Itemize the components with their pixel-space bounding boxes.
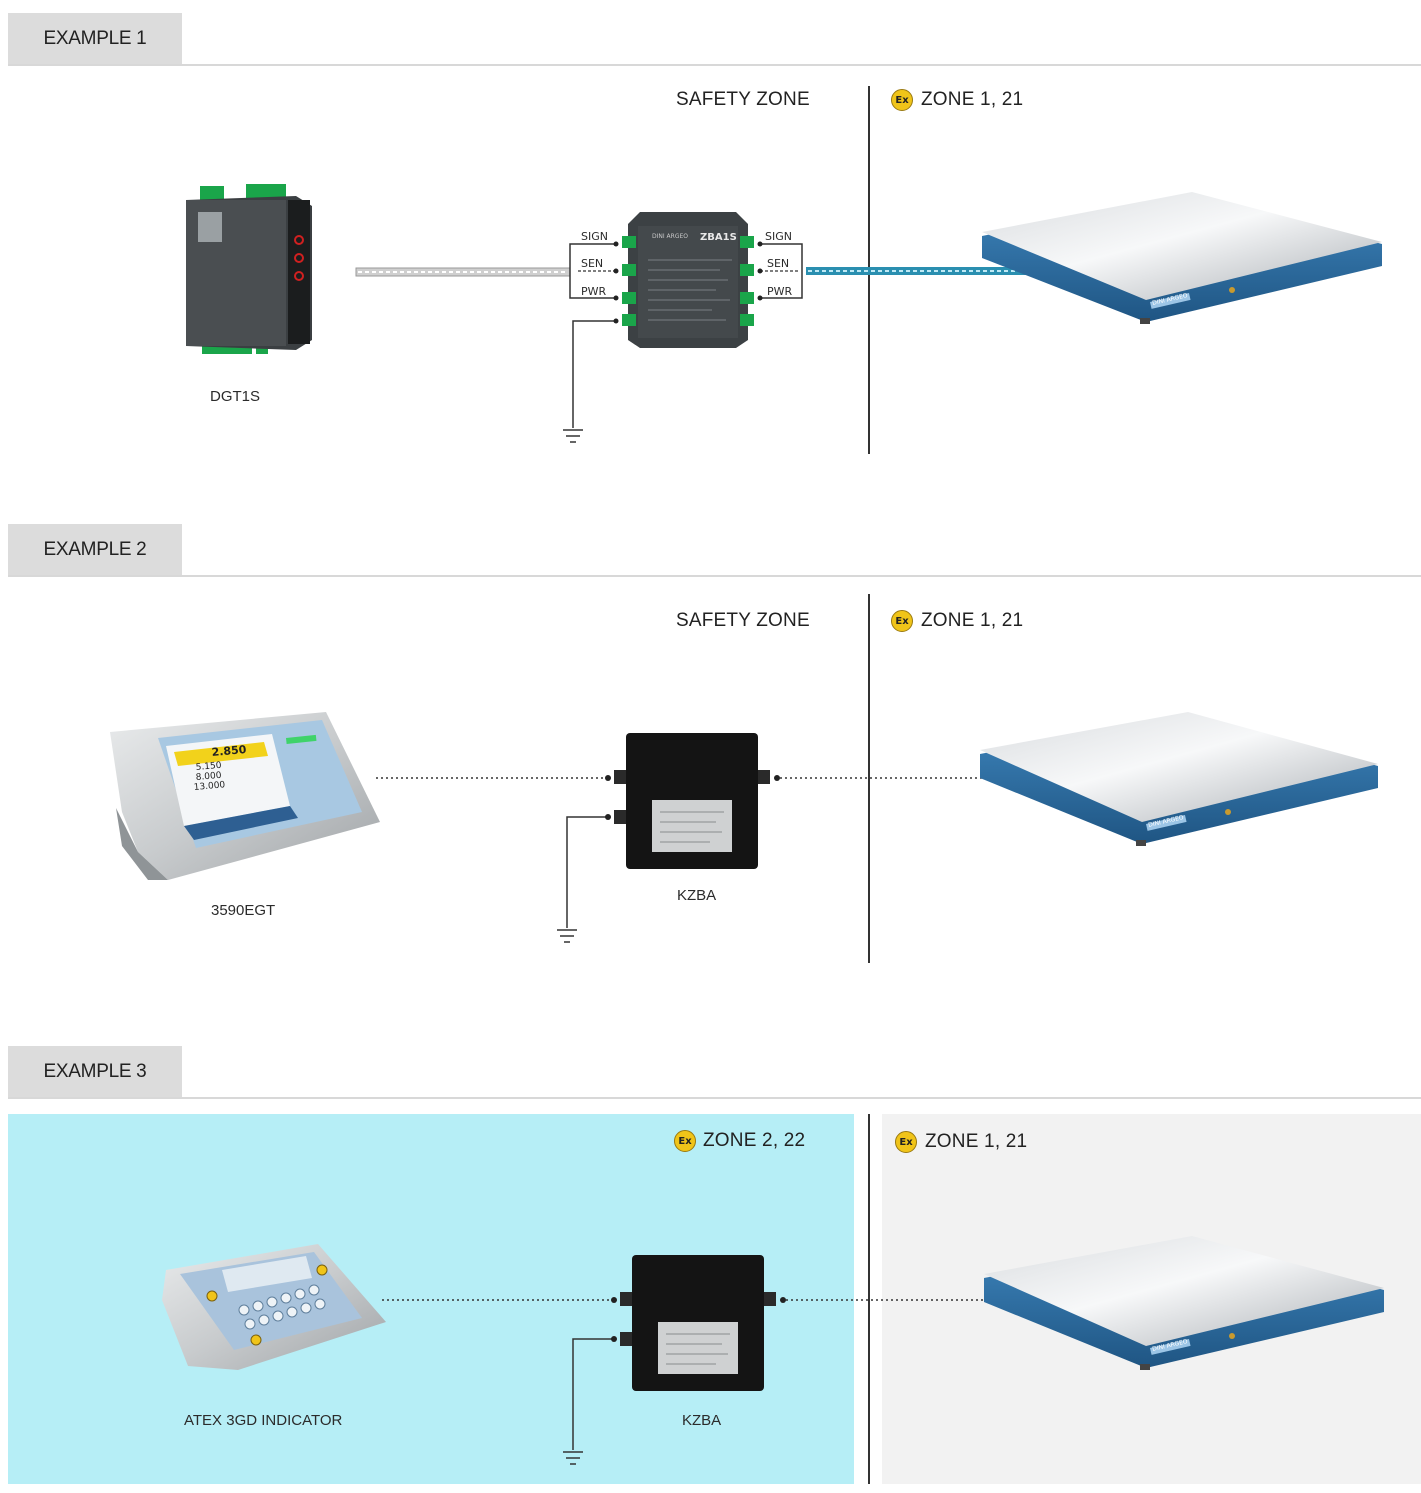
terminal-label-sen-right: SEN [767, 257, 790, 270]
ex-icon: Ex [674, 1130, 696, 1152]
atex-3gd-indicator-label: ATEX 3GD INDICATOR [184, 1412, 343, 1429]
platform-scale [982, 192, 1382, 324]
ground-icon [563, 429, 583, 443]
terminal-label-pwr-left: PWR [581, 285, 607, 298]
zba1s-barrier [622, 212, 754, 348]
terminal-label-pwr-right: PWR [767, 285, 793, 298]
terminal-label-sign-right: SIGN [765, 230, 792, 243]
3590egt-label: 3590EGT [211, 902, 276, 919]
indicator-display-weight: 2.850 [211, 743, 247, 759]
kzba-junction-box [614, 733, 770, 869]
example-3-rule [8, 1097, 1421, 1099]
indicator-display-line: 8.000 [195, 771, 222, 783]
dgt1s-label: DGT1S [210, 388, 261, 405]
platform-scale [984, 1236, 1384, 1370]
example-1-zone-1-label: ZONE 1, 21 [921, 89, 1024, 110]
example-2-rule [8, 575, 1421, 577]
dgt1s-indicator [186, 184, 312, 354]
platform-scale [980, 712, 1378, 846]
kzba-junction-box [620, 1255, 776, 1391]
example-1-safety-zone-label: SAFETY ZONE [676, 89, 810, 110]
example-2-tab: EXAMPLE 2 [8, 524, 182, 576]
indicator-display-line: 5.150 [195, 761, 222, 773]
example-1-tab: EXAMPLE 1 [8, 13, 182, 65]
example-1-rule [8, 64, 1421, 66]
example-3-zone-1-label: ZONE 1, 21 [925, 1131, 1028, 1152]
example-2-zone-1-label: ZONE 1, 21 [921, 610, 1024, 631]
kzba-label: KZBA [677, 887, 717, 904]
example-2-safety-zone-label: SAFETY ZONE [676, 610, 810, 631]
barrier-brand-label: DINI ARGEO [652, 233, 688, 240]
ex-icon: Ex [891, 89, 913, 111]
atex-3gd-indicator [162, 1244, 386, 1370]
kzba-label: KZBA [682, 1412, 722, 1429]
ground-icon [563, 1451, 583, 1465]
example-3-zone-2-label: ZONE 2, 22 [703, 1130, 806, 1151]
terminal-label-sign-left: SIGN [581, 230, 608, 243]
indicator-display-line: 13.000 [193, 780, 226, 793]
ex-icon: Ex [895, 1131, 917, 1153]
terminal-label-sen-left: SEN [581, 257, 604, 270]
barrier-model-label: ZBA1S [700, 232, 737, 243]
ground-icon [557, 929, 577, 943]
example-3-tab: EXAMPLE 3 [8, 1046, 182, 1098]
3590egt-indicator [110, 712, 380, 880]
ex-icon: Ex [891, 610, 913, 632]
